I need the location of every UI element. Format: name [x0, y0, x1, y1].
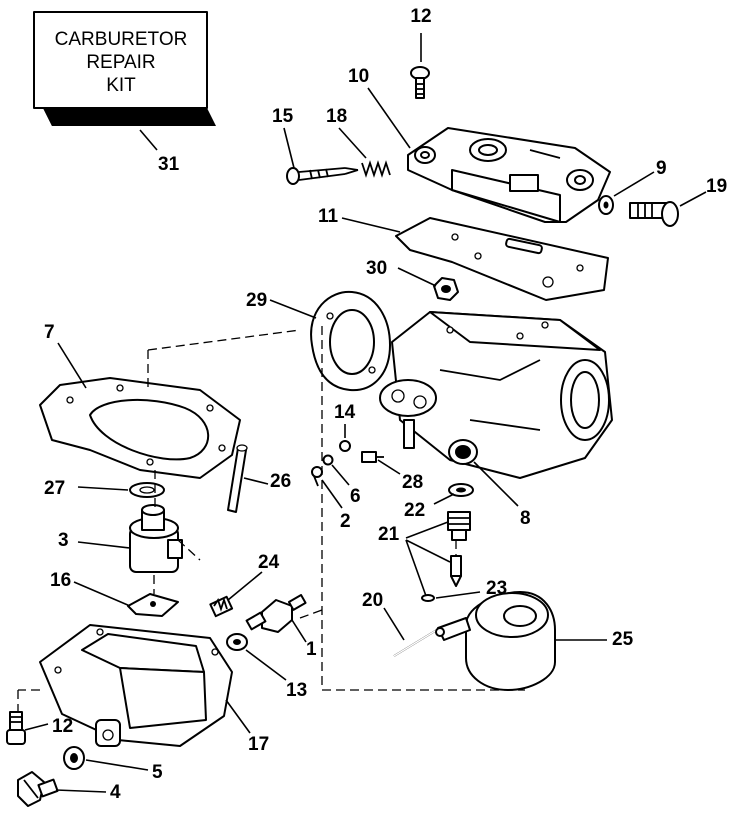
callout-23: 23 [486, 578, 507, 599]
part-12-screw-top [410, 66, 430, 99]
callout-10: 10 [348, 66, 369, 87]
part-10-cover [407, 127, 611, 223]
part-26-tube [227, 444, 248, 513]
part-21-valve-seat [447, 511, 471, 541]
callout-4: 4 [110, 782, 121, 803]
part-15-screw [286, 167, 359, 185]
part-2-screw [311, 466, 323, 487]
callout-11: 11 [318, 206, 339, 227]
part-16-gasket [127, 593, 179, 617]
callout-26: 26 [270, 471, 291, 492]
callout-21: 21 [378, 524, 400, 545]
callout-1: 1 [306, 639, 317, 660]
part-25-float [435, 591, 556, 691]
part-14-plug [339, 440, 351, 452]
callout-31: 31 [158, 154, 180, 175]
part-27-washer [129, 482, 165, 498]
callout-28: 28 [402, 472, 423, 493]
part-23-clip [421, 594, 435, 602]
callout-12-top: 12 [410, 6, 431, 27]
part-11-gasket [395, 217, 609, 301]
callout-15: 15 [272, 106, 294, 127]
part-3-float [129, 504, 183, 573]
part-21-needle [450, 555, 462, 587]
part-29-gasket [310, 290, 391, 392]
part-19-screw [629, 201, 679, 227]
callout-3: 3 [58, 530, 69, 551]
callout-5: 5 [152, 762, 163, 783]
part-4-drain-screw [17, 771, 59, 807]
callout-8: 8 [520, 508, 531, 529]
part-30-nut [433, 277, 459, 301]
callout-labels: 31 12 10 15 18 9 19 11 30 29 7 14 26 6 2… [44, 6, 727, 803]
callout-25: 25 [612, 629, 634, 650]
callout-2: 2 [340, 511, 351, 532]
assembly-lines [17, 326, 525, 712]
leader-lines [24, 33, 707, 793]
callout-13: 13 [286, 680, 307, 701]
part-18-spring [361, 160, 391, 178]
callout-27: 27 [44, 478, 65, 499]
callout-6: 6 [350, 486, 361, 507]
part-12-screw-bottom [6, 711, 26, 745]
kit-label-line-3: KIT [106, 75, 136, 96]
part-7-gasket [39, 377, 241, 479]
callout-22: 22 [404, 500, 425, 521]
part-24-spring [209, 595, 234, 618]
callout-24: 24 [258, 552, 280, 573]
part-22-washer [448, 483, 474, 497]
callout-16: 16 [50, 570, 71, 591]
callout-18: 18 [326, 106, 347, 127]
callout-14: 14 [334, 402, 356, 423]
callout-30: 30 [366, 258, 387, 279]
part-20-pin [393, 627, 441, 657]
callout-17: 17 [248, 734, 269, 755]
repair-kit-box: CARBURETOR REPAIR KIT [33, 11, 216, 126]
callout-9: 9 [656, 158, 667, 179]
kit-label-line-2: REPAIR [86, 52, 155, 73]
part-28-fitting [361, 451, 384, 463]
part-13-washer [226, 633, 248, 651]
part-5-washer [63, 746, 85, 770]
part-17-float-bowl [39, 624, 233, 747]
callout-19: 19 [706, 176, 727, 197]
callout-12-bottom: 12 [52, 716, 73, 737]
callout-20: 20 [362, 590, 383, 611]
part-9-washer [598, 195, 614, 215]
carburetor-body [379, 311, 613, 479]
callout-29: 29 [246, 290, 267, 311]
part-6-washer [322, 454, 334, 466]
kit-label-line-1: CARBURETOR [55, 29, 188, 50]
callout-7: 7 [44, 322, 55, 343]
